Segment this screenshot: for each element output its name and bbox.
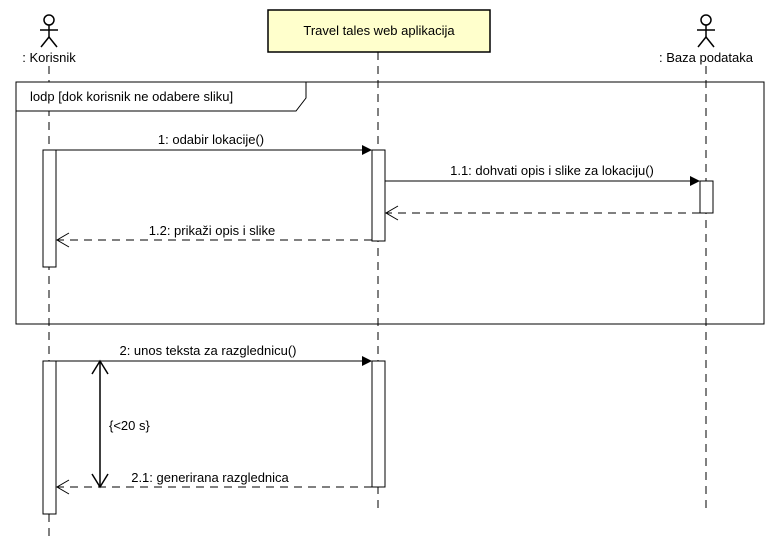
participant-user-label: : Korisnik [22,50,76,65]
message-1-2-arrowhead [56,232,70,248]
activation-user-1 [42,149,57,268]
actor-user-icon [40,14,58,48]
duration-constraint-top-arrow [91,359,109,375]
message-1-1-label: 1.1: dohvati opis i slike za lokaciju() [450,163,654,178]
message-2-1-arrowhead [56,479,70,495]
participant-app-box [267,9,491,53]
message-2-1-label: 2.1: generirana razglednica [131,470,289,485]
activation-app-1 [371,149,386,242]
duration-constraint-label: {<20 s} [109,418,151,433]
loop-fragment [15,81,765,325]
loop-fragment-tab [15,81,307,112]
return-1-1-arrowhead [385,205,399,221]
message-2-label: 2: unos teksta za razglednicu() [119,343,296,358]
actor-db-icon [697,14,715,48]
activation-user-2 [42,360,57,515]
message-1-label: 1: odabir lokacije() [158,132,264,147]
message-1-2-label: 1.2: prikaži opis i slike [149,223,275,238]
participant-db-label: : Baza podataka [659,50,754,65]
loop-fragment-label: lodp [dok korisnik ne odabere sliku] [30,89,233,104]
participant-app-label: Travel tales web aplikacija [303,23,455,38]
activation-db-1 [699,180,714,214]
activation-app-2 [371,360,386,488]
